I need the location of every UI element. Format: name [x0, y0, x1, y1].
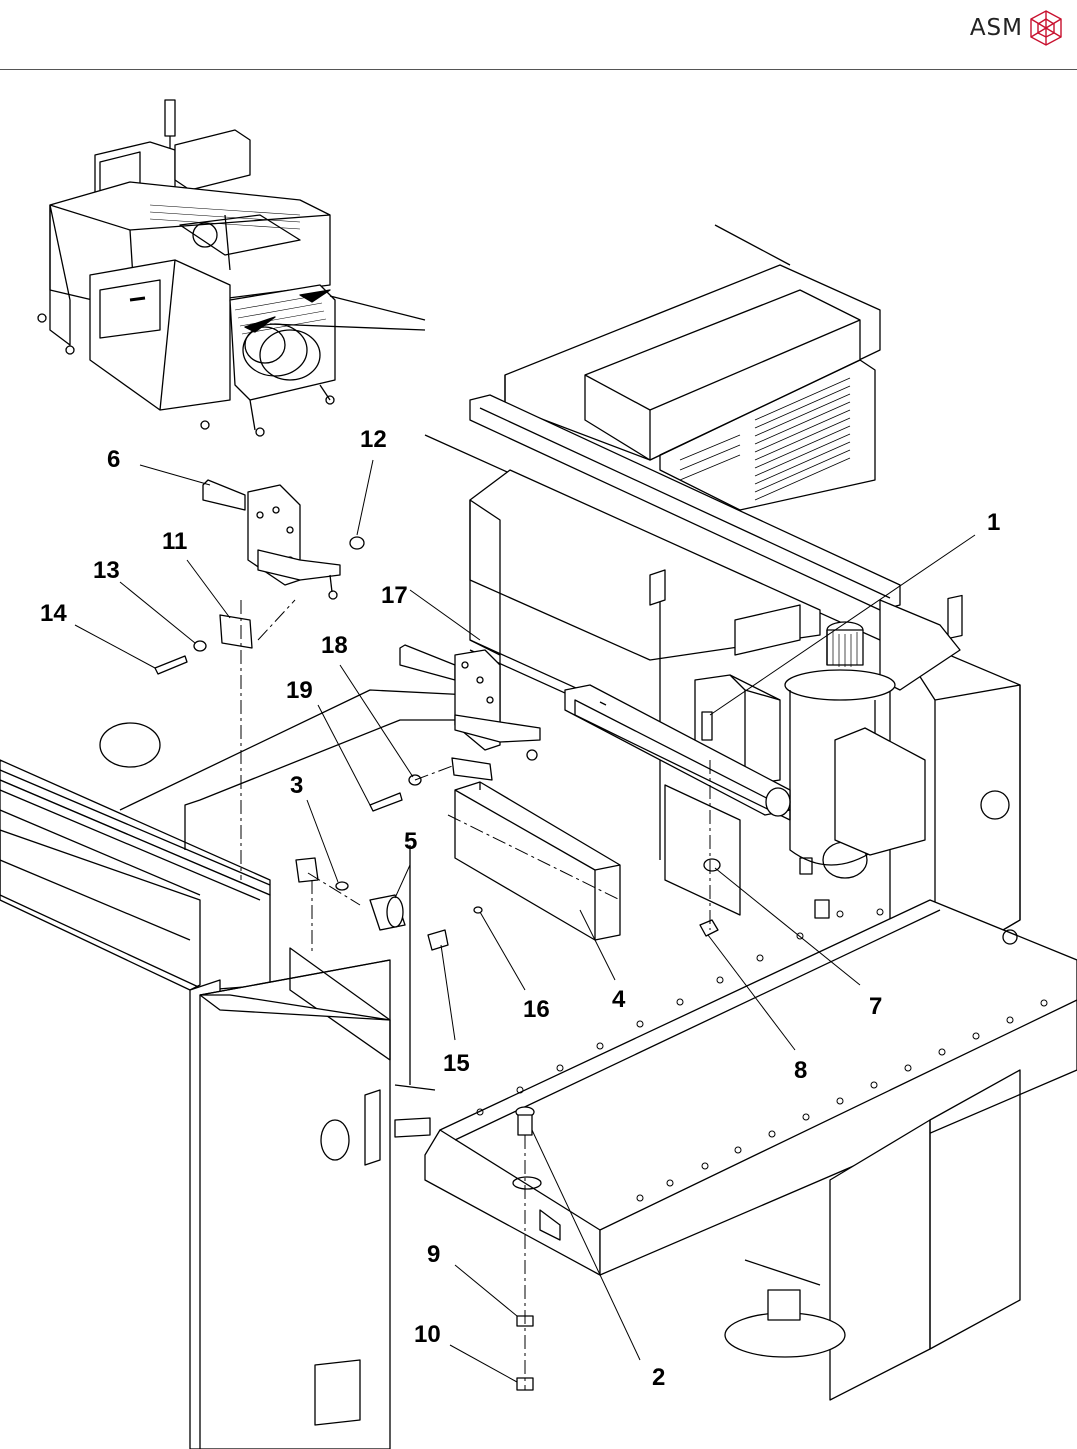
callout-19: 19	[286, 677, 313, 704]
callout-13: 13	[93, 557, 120, 584]
callout-7: 7	[869, 993, 882, 1020]
callout-5: 5	[404, 828, 417, 855]
callout-11: 11	[162, 528, 187, 555]
callout-6: 6	[107, 446, 120, 473]
callout-14: 14	[40, 600, 67, 627]
callout-18: 18	[321, 632, 348, 659]
spacer-part-5	[370, 895, 405, 930]
callout-1: 1	[987, 509, 1000, 536]
washer-part-13	[194, 641, 206, 651]
pin-part-2	[516, 1107, 534, 1135]
screw-part-19	[370, 793, 402, 811]
callout-4: 4	[612, 986, 626, 1013]
callout-9: 9	[427, 1241, 440, 1268]
block-part-3-body	[296, 858, 318, 882]
screw-part-14	[155, 656, 187, 674]
nut-part-8	[700, 920, 718, 936]
toggle-clamp-part-17	[400, 645, 540, 780]
callout-3: 3	[290, 772, 303, 799]
callout-16: 16	[523, 996, 550, 1023]
screw-part-15	[428, 930, 448, 950]
pin-part-3	[336, 882, 348, 890]
callout-2: 2	[652, 1364, 665, 1391]
bracket-part-11	[220, 615, 252, 648]
callout-8: 8	[794, 1057, 807, 1084]
toggle-clamp-part-6	[203, 480, 340, 599]
left-rail-assembly	[0, 690, 470, 1449]
callout-10: 10	[414, 1321, 441, 1348]
callout-17: 17	[381, 582, 408, 609]
nut-part-12	[350, 537, 364, 549]
callout-15: 15	[443, 1050, 470, 1077]
screw-part-16	[474, 907, 482, 913]
callout-12: 12	[360, 426, 387, 453]
washer-part-7	[704, 859, 720, 871]
machine-overview-inset	[38, 100, 425, 436]
